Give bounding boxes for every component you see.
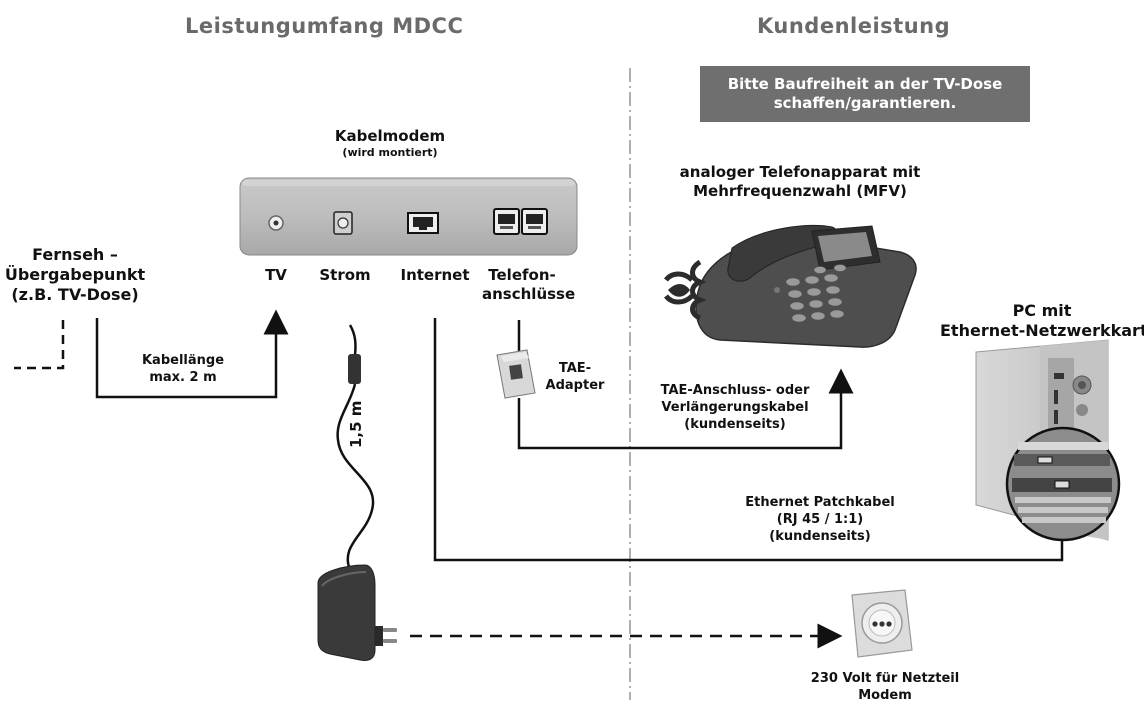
tv-handover-line-1: Fernseh – xyxy=(32,245,118,264)
header-customer-scope: Kundenleistung xyxy=(757,14,951,38)
cable-length-line-1: Kabellänge xyxy=(141,353,225,368)
tae-adapter-line-2: Adapter xyxy=(545,378,605,393)
power-adapter xyxy=(317,564,397,661)
modem-title: Kabelmodem xyxy=(334,127,446,145)
outlet-line-1: 230 Volt für Netzteil xyxy=(810,671,960,686)
tv-handover-label: Fernseh – Übergabepunkt (z.B. TV-Dose) xyxy=(0,245,150,305)
tae-cable-line-1: TAE-Anschluss- oder xyxy=(660,383,810,398)
tae-cable-line xyxy=(517,368,854,450)
tae-cable-label: TAE-Anschluss- oder Verlängerungskabel (… xyxy=(650,382,820,433)
ethernet-cable-line-3: (kundenseits) xyxy=(769,529,871,544)
outlet-label: 230 Volt für Netzteil Modem xyxy=(790,670,980,704)
notice-line-2: schaffen/garantieren. xyxy=(773,94,957,112)
telephone-line-1: analoger Telefonapparat mit xyxy=(679,163,921,181)
port-label-internet: Internet xyxy=(400,266,470,284)
tae-cable-line-2: Verlängerungskabel xyxy=(661,400,809,415)
power-cable-length-label: 1,5 m xyxy=(347,400,365,448)
cable-length-label: Kabellänge max. 2 m xyxy=(128,352,238,386)
modem-phone-ports xyxy=(493,208,548,235)
header-mdcc-scope: Leistungumfang MDCC xyxy=(185,14,464,38)
tae-cable-line-3: (kundenseits) xyxy=(684,417,786,432)
outlet-line-2: Modem xyxy=(858,688,912,703)
cable-length-line-2: max. 2 m xyxy=(149,370,217,385)
power-cable xyxy=(336,324,375,571)
modem-subtitle: (wird montiert) xyxy=(342,146,438,159)
pc-ethernet-card-zoom xyxy=(1005,426,1121,542)
pc-label: PC mit Ethernet-Netzwerkkarte xyxy=(940,301,1144,341)
notice-box: Bitte Baufreiheit an der TV-Dose schaffe… xyxy=(700,66,1030,122)
tv-socket-dashed-line xyxy=(14,320,65,370)
port-label-strom: Strom xyxy=(319,266,371,284)
tae-adapter-label: TAE- Adapter xyxy=(540,360,610,394)
ethernet-cable-label: Ethernet Patchkabel (RJ 45 / 1:1) (kunde… xyxy=(735,494,905,545)
port-label-telefon: Telefon- anschlüsse xyxy=(482,266,576,304)
ethernet-cable-line-1: Ethernet Patchkabel xyxy=(745,495,895,510)
wall-outlet xyxy=(851,589,913,658)
telephone-device xyxy=(664,224,917,348)
tv-handover-line-2: Übergabepunkt xyxy=(4,265,146,284)
telephone-label: analoger Telefonapparat mit Mehrfrequenz… xyxy=(665,163,935,201)
pc-line-1: PC mit xyxy=(1012,301,1072,320)
tae-adapter-device xyxy=(496,349,536,399)
modem-tv-port xyxy=(268,215,284,231)
tae-adapter-line-1: TAE- xyxy=(558,361,592,376)
port-label-telefon-2: anschlüsse xyxy=(482,285,576,303)
port-label-tv: TV xyxy=(265,266,287,284)
modem-title-block: Kabelmodem (wird montiert) xyxy=(290,127,490,159)
pc-line-2: Ethernet-Netzwerkkarte xyxy=(940,321,1144,340)
modem-power-port xyxy=(333,211,353,235)
notice-line-1: Bitte Baufreiheit an der TV-Dose xyxy=(727,75,1003,93)
tv-cable-line xyxy=(95,309,289,399)
port-label-telefon-1: Telefon- xyxy=(488,266,556,284)
ethernet-cable-line-2: (RJ 45 / 1:1) xyxy=(776,512,864,527)
modem-internet-port xyxy=(407,212,439,234)
cable-modem-device xyxy=(239,177,578,256)
telephone-line-2: Mehrfrequenzwahl (MFV) xyxy=(693,182,907,200)
tv-handover-line-3: (z.B. TV-Dose) xyxy=(11,285,139,304)
